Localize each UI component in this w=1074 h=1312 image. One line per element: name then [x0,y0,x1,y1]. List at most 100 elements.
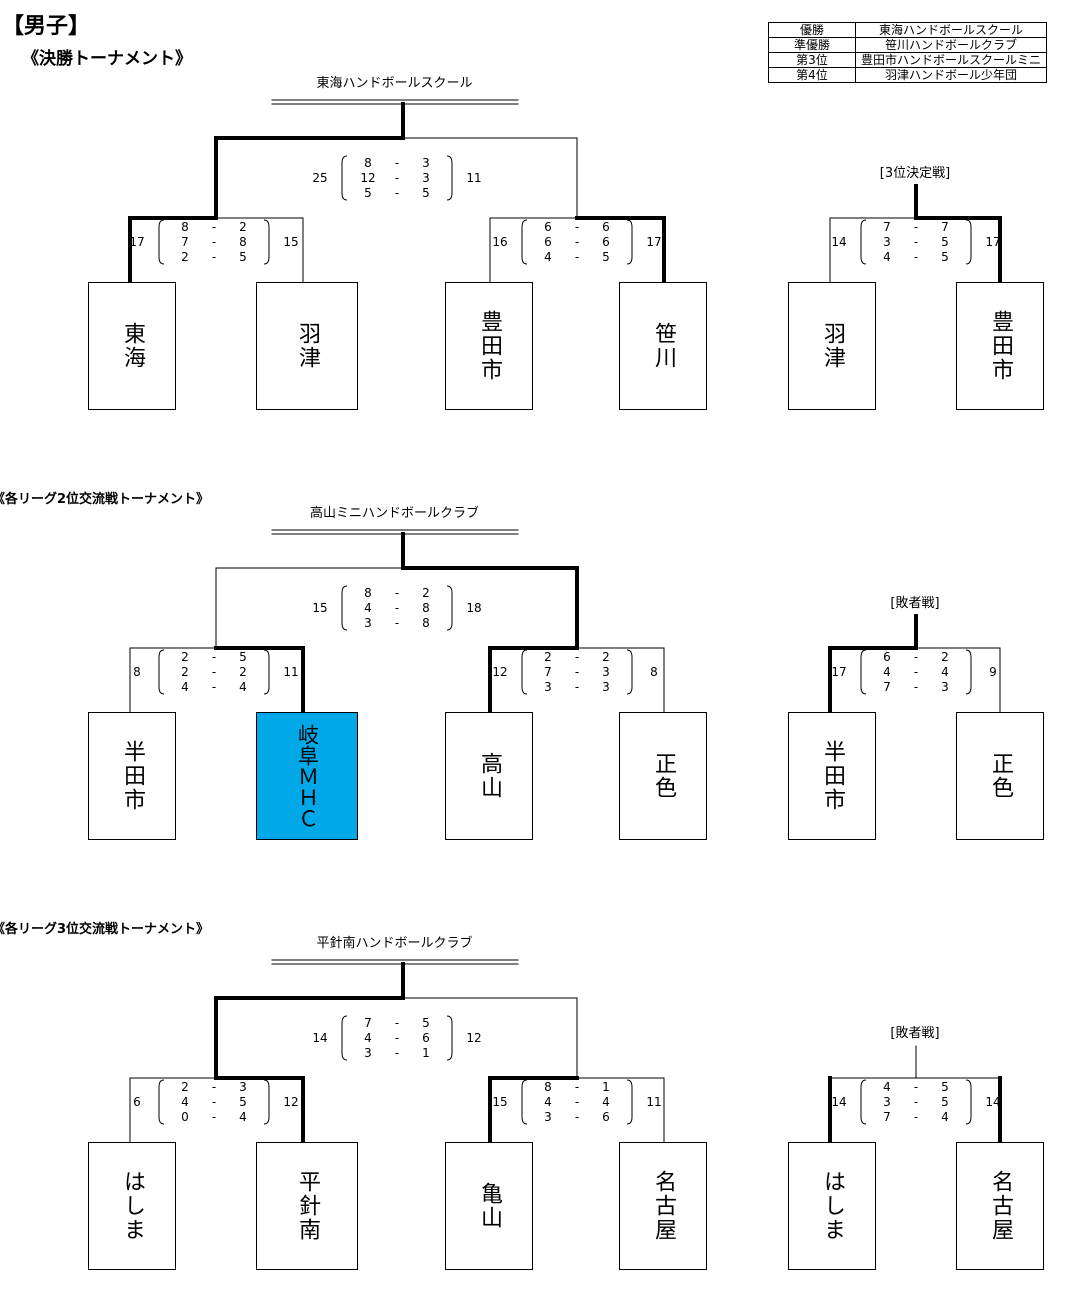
bracket-brace [521,219,528,265]
bracket-brace [263,219,270,265]
winner-label: 高山ミニハンドボールクラブ [309,506,479,521]
final-score-set-left: 4 [364,601,372,615]
team-box: 亀山 [445,1142,533,1270]
side-score-set-dash: - [913,250,919,264]
final-score-right-total: 12 [466,1031,482,1045]
semi-right-score-set-dash: - [574,235,580,249]
final-score-set-left: 8 [364,586,372,600]
semi-right-score-set-left: 8 [544,1080,552,1094]
team-name: 半田市 [120,740,145,812]
side-score-set-right: 5 [941,235,949,249]
semi-right-score-set-dash: - [574,220,580,234]
semi-left-score-set-left: 0 [181,1110,189,1124]
team-box: 東海 [88,282,176,410]
bracket-brace [446,155,453,201]
team-box: 名古屋 [619,1142,707,1270]
semi-right-score-set-right: 5 [602,250,610,264]
team-box: 羽津 [788,282,876,410]
semi-left-score-set-dash: - [211,220,217,234]
team-box: 笹川 [619,282,707,410]
semi-left-score-set-left: 2 [181,665,189,679]
team-box: 羽津 [256,282,358,410]
final-score-right-total: 11 [466,171,482,185]
semi-right-score-set-right: 6 [602,220,610,234]
semi-left-score-set-left: 4 [181,680,189,694]
side-score-set-right: 7 [941,220,949,234]
semi-right-score-set-dash: - [574,1080,580,1094]
winner-label: 平針南ハンドボールクラブ [316,936,473,951]
final-score-set-left: 3 [364,616,372,630]
semi-right-score-set-left: 3 [544,680,552,694]
semi-left-score-set-left: 2 [181,1080,189,1094]
bracket-brace [158,649,165,695]
team-name: 平針南 [295,1170,320,1242]
side-score-set-left: 7 [883,220,891,234]
semi-left-score-set-dash: - [211,665,217,679]
team-name: 名古屋 [651,1170,676,1242]
section-heading: 《各リーグ3位交流戦トーナメント》 [0,922,210,937]
final-score-right-total: 18 [466,601,482,615]
side-score-left-total: 14 [831,1095,847,1109]
semi-right-score-set-dash: - [574,680,580,694]
bracket-brace [158,1079,165,1125]
side-score-set-right: 2 [941,650,949,664]
semi-right-score-set-dash: - [574,650,580,664]
team-name: 東海 [120,322,145,370]
rank-cell: 第4位 [768,67,856,83]
final-score-set-dash: - [394,171,400,185]
side-score-set-dash: - [913,1110,919,1124]
team-box: 半田市 [88,712,176,840]
side-score-left-total: 14 [831,235,847,249]
team-box: 平針南 [256,1142,358,1270]
semi-left-score-set-right: 2 [239,220,247,234]
semi-left-score-set-right: 8 [239,235,247,249]
final-score-set-dash: - [394,616,400,630]
semi-left-score-set-right: 4 [239,680,247,694]
bracket-brace [521,1079,528,1125]
team-box: 名古屋 [956,1142,1044,1270]
final-score-left-total: 25 [312,171,328,185]
side-score-set-left: 4 [883,250,891,264]
final-score-set-right: 5 [422,186,430,200]
bracket-brace [341,155,348,201]
semi-left-score-set-right: 4 [239,1110,247,1124]
final-score-set-right: 5 [422,1016,430,1030]
team-box: 半田市 [788,712,876,840]
side-score-right-total: 14 [985,1095,1001,1109]
team-name: はしま [820,1170,845,1242]
final-score-set-right: 1 [422,1046,430,1060]
team-name: 名古屋 [988,1170,1013,1242]
semi-right-score-left-total: 12 [492,665,508,679]
team-name: 笹川 [651,322,676,370]
semi-left-score-set-dash: - [211,1110,217,1124]
bracket-brace [626,219,633,265]
final-score-set-right: 8 [422,601,430,615]
semi-right-score-right-total: 17 [646,235,662,249]
team-box: 高山 [445,712,533,840]
team-name: 高山 [477,752,502,800]
team-name: 豊田市 [477,310,502,382]
side-score-set-right: 4 [941,665,949,679]
final-score-set-right: 6 [422,1031,430,1045]
final-score-left-total: 15 [312,601,328,615]
results-row: 準優勝笹川ハンドボールクラブ [768,37,1047,53]
semi-right-score-set-right: 6 [602,235,610,249]
semi-right-score-set-left: 4 [544,1095,552,1109]
results-table: 優勝東海ハンドボールスクール 準優勝笹川ハンドボールクラブ 第3位豊田市ハンドボ… [768,22,1047,83]
side-score-set-right: 5 [941,1095,949,1109]
side-score-right-total: 9 [989,665,997,679]
team-box: 豊田市 [445,282,533,410]
team-name: 岐阜ＭＨＣ [295,723,320,829]
side-score-set-right: 5 [941,250,949,264]
semi-right-score-set-dash: - [574,1095,580,1109]
side-score-set-right: 5 [941,1080,949,1094]
semi-right-score-set-right: 2 [602,650,610,664]
semi-right-score-set-left: 6 [544,235,552,249]
semi-left-score-set-left: 8 [181,220,189,234]
final-score-set-right: 3 [422,156,430,170]
team-name: 半田市 [820,740,845,812]
results-row: 第4位羽津ハンドボール少年団 [768,67,1047,83]
semi-left-score-set-dash: - [211,235,217,249]
final-score-set-left: 12 [360,171,376,185]
